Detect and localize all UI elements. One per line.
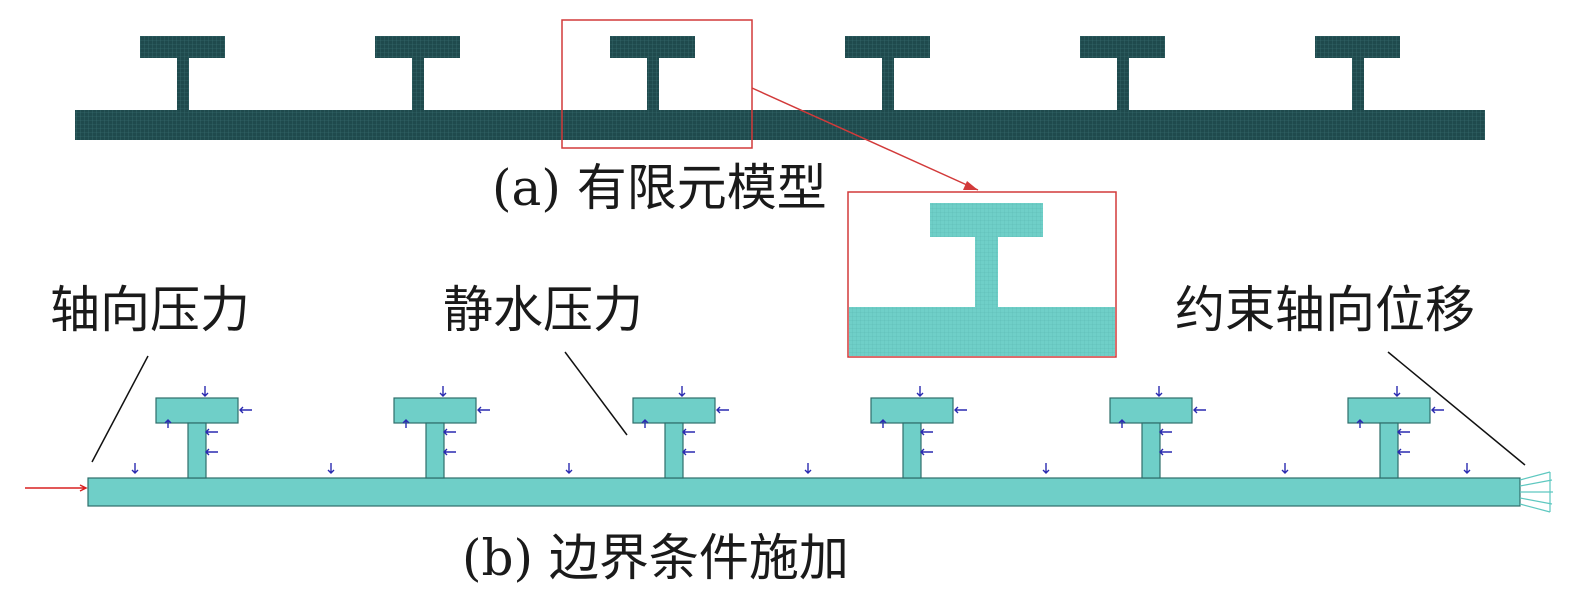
label-axial-constraint: 约束轴向位移 [1175,281,1475,339]
fe-model-stiffeners [140,36,1400,110]
fe-model-stiffener [140,36,225,110]
bc-model-stiffener [870,397,954,479]
label-hydrostatic-pressure: 静水压力 [443,281,643,339]
caption-boundary-conditions: (b) 边界条件施加 [462,529,849,587]
label-axial-pressure: 轴向压力 [50,281,250,339]
fe-model-stiffener [1080,36,1165,110]
fe-model-stiffener [610,36,695,110]
fe-model [75,19,1485,191]
bc-model-stiffeners [155,397,1431,479]
hydrostatic-pressure-arrows [131,386,1471,474]
fe-model-stiffener [375,36,460,110]
zoom-inset-plate [849,307,1115,356]
fe-model-stiffener [845,36,930,110]
highlight-frame [561,19,753,149]
leader-line-hydrostatic [564,351,628,436]
zoom-inset [847,191,1117,358]
leader-line-constraint [1387,351,1526,466]
bc-model-stiffener [393,397,477,479]
zoom-connector-arrowhead [963,181,978,190]
bc-model-stiffener [1109,397,1193,479]
zoom-inset-flange [930,203,1043,237]
bc-model-base-plate [87,477,1521,507]
bc-model [25,351,1553,513]
bc-model-stiffener [632,397,716,479]
bc-model-stiffener [155,397,239,479]
zoom-inset-web [975,237,998,307]
caption-fe-model: (a) 有限元模型 [492,159,827,217]
zoom-connector-line [751,87,979,191]
axial-pressure-arrow [25,484,88,492]
leader-line-axial-pressure [91,355,149,463]
fe-model-base-plate [75,110,1485,140]
axial-constraint-symbol [1519,471,1553,513]
fe-model-stiffener [1315,36,1400,110]
bc-model-stiffener [1347,397,1431,479]
